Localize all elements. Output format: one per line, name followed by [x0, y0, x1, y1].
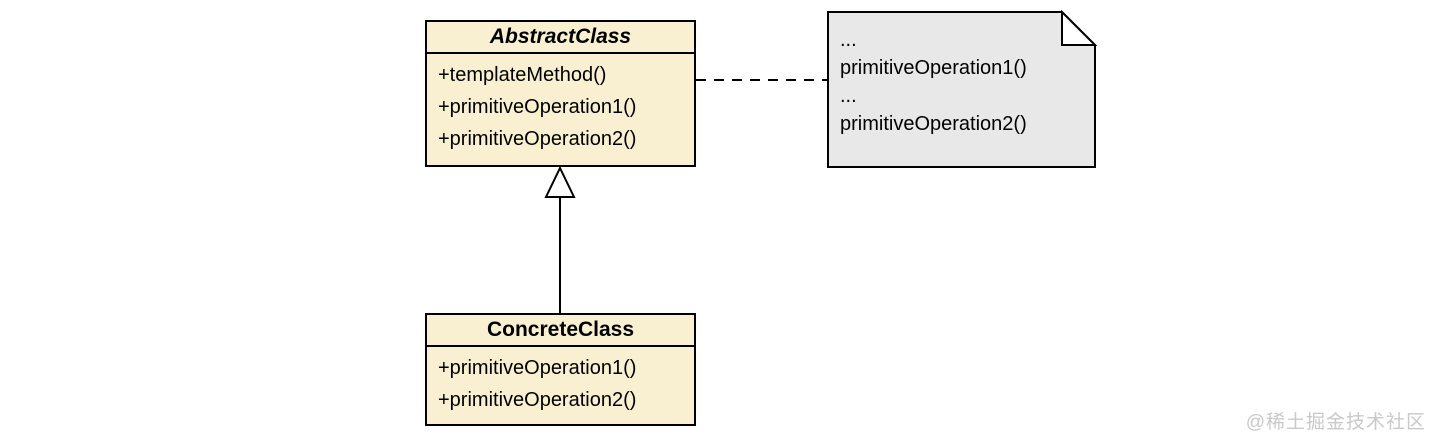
method-label: +primitiveOperation1() — [438, 96, 637, 118]
concrete-class-title: ConcreteClass — [427, 315, 694, 347]
note-line: primitiveOperation2() — [840, 113, 1027, 135]
note-fold-corner-icon — [1061, 9, 1098, 46]
abstract-class-methods: +templateMethod() +primitiveOperation1()… — [427, 54, 694, 155]
method-label: +primitiveOperation1() — [438, 357, 637, 379]
abstract-class-title: AbstractClass — [427, 22, 694, 54]
concrete-class-methods: +primitiveOperation1() +primitiveOperati… — [427, 347, 694, 416]
abstract-class-box: AbstractClass +templateMethod() +primiti… — [425, 20, 696, 167]
method-label: +primitiveOperation2() — [438, 128, 637, 150]
method-label: +primitiveOperation2() — [438, 389, 637, 411]
concrete-class-box: ConcreteClass +primitiveOperation1() +pr… — [425, 313, 696, 426]
watermark: @稀土掘金技术社区 — [1245, 412, 1426, 433]
note-line: ... — [840, 29, 857, 51]
generalization-arrowhead-icon — [544, 165, 576, 198]
note-line: ... — [840, 85, 857, 107]
note-line: primitiveOperation1() — [840, 57, 1027, 79]
note-content: ... primitiveOperation1() ... primitiveO… — [840, 26, 1080, 138]
method-label: +templateMethod() — [438, 64, 607, 86]
note-box — [827, 11, 1096, 168]
